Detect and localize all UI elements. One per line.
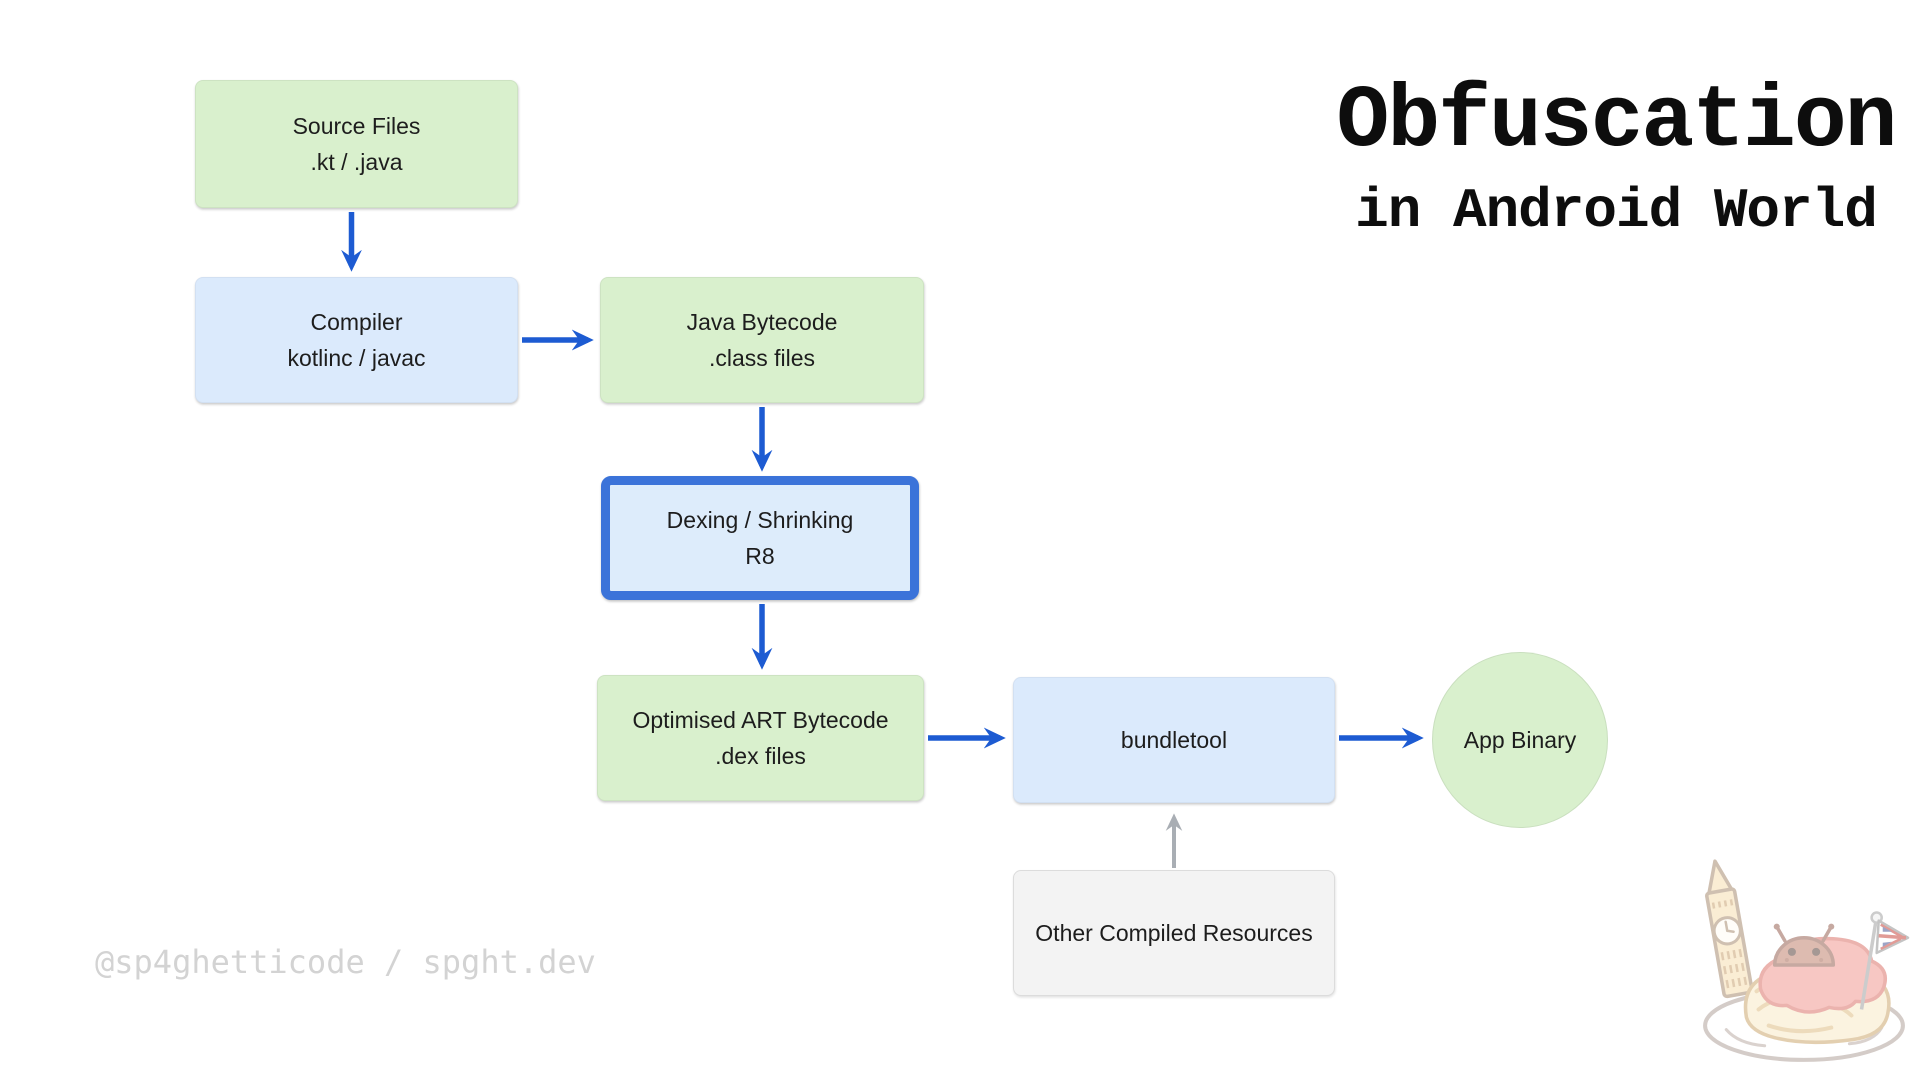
slide-title-block: Obfuscation in Android World: [1320, 72, 1912, 242]
node-java-bytecode: Java Bytecode .class files: [600, 277, 924, 403]
node-resources-line1: Other Compiled Resources: [1035, 920, 1313, 946]
node-art-line2: .dex files: [715, 743, 806, 769]
author-credit: @sp4ghetticode / spght.dev: [95, 943, 596, 981]
node-compiler-line2: kotlinc / javac: [287, 345, 426, 371]
page-title: Obfuscation: [1336, 73, 1898, 172]
node-dexing-line1: Dexing / Shrinking: [666, 507, 854, 533]
node-source-files-line2: .kt / .java: [310, 149, 403, 175]
node-java-bytecode-line2: .class files: [708, 345, 816, 371]
node-other-compiled-resources: Other Compiled Resources: [1013, 870, 1335, 996]
node-app-binary-line1: App Binary: [1463, 727, 1577, 753]
node-compiler-line1: Compiler: [310, 309, 403, 335]
node-bundletool-line1: bundletool: [1120, 727, 1228, 753]
illustration-spaghetti-android-london: [1703, 859, 1910, 1062]
node-optimised-art-bytecode: Optimised ART Bytecode .dex files: [597, 675, 924, 801]
node-art-line1: Optimised ART Bytecode: [632, 707, 889, 733]
node-compiler: Compiler kotlinc / javac: [195, 277, 518, 403]
node-dexing-shrinking-r8: Dexing / Shrinking R8: [601, 476, 919, 600]
node-source-files: Source Files .kt / .java: [195, 80, 518, 208]
node-app-binary: App Binary: [1432, 652, 1608, 828]
page-subtitle: in Android World: [1355, 179, 1878, 243]
node-dexing-line2: R8: [745, 543, 775, 569]
node-bundletool: bundletool: [1013, 677, 1335, 803]
node-source-files-line1: Source Files: [292, 113, 421, 139]
android-icon: [1772, 923, 1836, 967]
uk-flag-icon: [1859, 911, 1910, 1010]
big-ben-icon: [1705, 859, 1754, 999]
node-java-bytecode-line1: Java Bytecode: [686, 309, 838, 335]
